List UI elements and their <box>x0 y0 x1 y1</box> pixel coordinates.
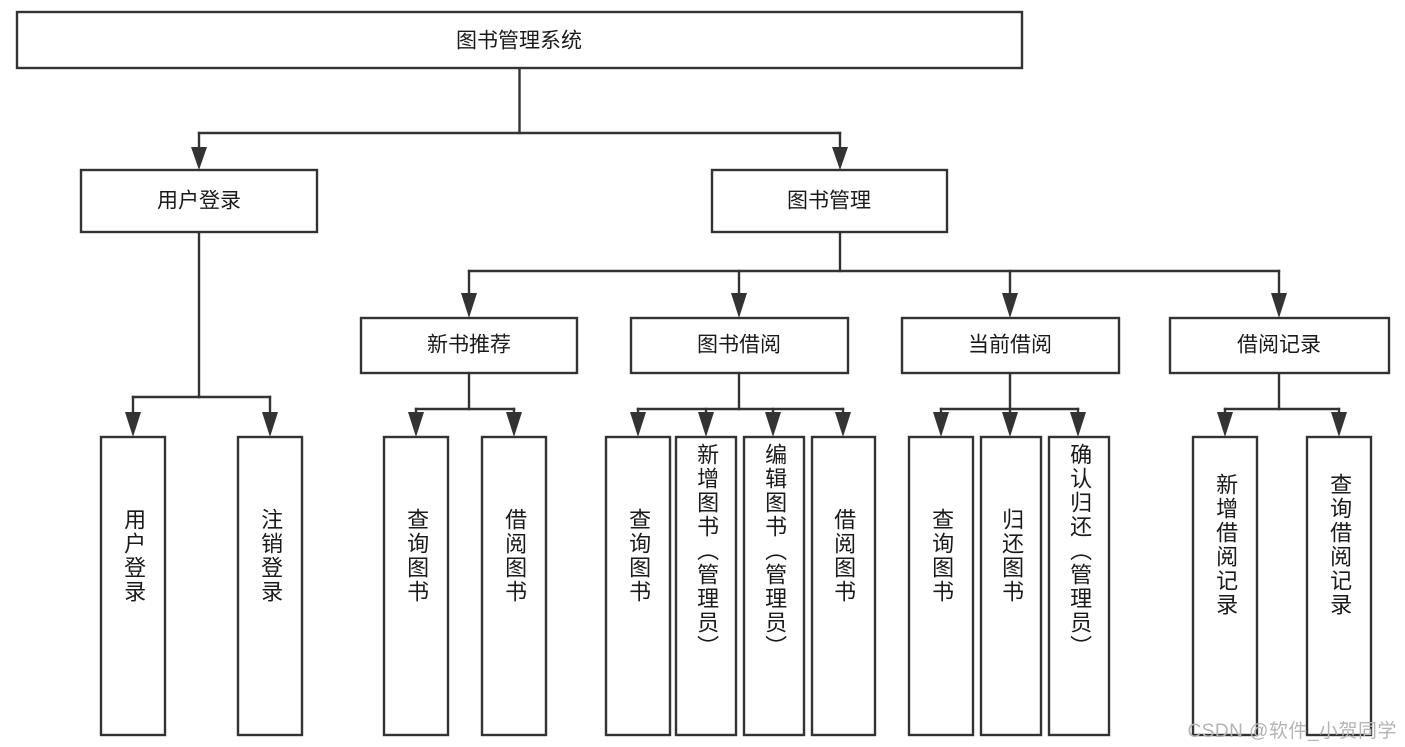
arrow-head-record <box>1271 293 1287 318</box>
arrow-head-user-login <box>191 147 207 170</box>
arrow-head-leaf-user-login <box>125 412 141 437</box>
watermark-text: CSDN @软件_小贺同学 <box>1187 721 1397 742</box>
arrow-head-newbook-leaf2 <box>506 412 522 437</box>
arrow-head-borrow-leaf2 <box>698 412 714 437</box>
arrow-head-record-leaf1 <box>1217 412 1233 437</box>
node-leaf-add-book-admin[interactable] <box>674 435 738 737</box>
node-box-layer <box>15 10 1391 737</box>
node-book-management[interactable] <box>710 168 949 234</box>
node-leaf-query-book-newbook[interactable] <box>382 435 450 737</box>
arrow-head-borrow-leaf4 <box>835 412 851 437</box>
node-leaf-edit-book-admin[interactable] <box>742 435 806 737</box>
label-current-borrow: 当前借阅 <box>968 334 1052 357</box>
arrow-head-current-leaf2 <box>1002 412 1018 437</box>
arrow-head-current-leaf3 <box>1070 412 1086 437</box>
connector-layer <box>125 66 1347 437</box>
label-borrow-record: 借阅记录 <box>1237 334 1321 357</box>
arrow-head-current <box>1002 293 1018 318</box>
node-root-book-management-system[interactable] <box>15 10 1024 70</box>
node-leaf-confirm-return-admin[interactable] <box>1047 435 1111 737</box>
label-user-login: 用户登录 <box>157 190 241 213</box>
node-leaf-query-borrow-record[interactable] <box>1305 435 1373 737</box>
node-leaf-logout-login[interactable] <box>236 435 304 737</box>
horizontal-label-layer: 图书管理系统 用户登录 图书管理 新书推荐 图书借阅 当前借阅 借阅记录 <box>157 30 1321 357</box>
arrow-head-borrow-leaf1 <box>630 412 646 437</box>
arrow-head-borrow <box>731 293 747 318</box>
arrow-head-leaf-logout <box>262 412 278 437</box>
arrow-head-record-leaf2 <box>1331 412 1347 437</box>
arrow-head-new-book <box>461 293 477 318</box>
label-book-management: 图书管理 <box>787 190 871 213</box>
node-book-borrow[interactable] <box>629 316 850 375</box>
label-root: 图书管理系统 <box>456 30 582 53</box>
node-leaf-user-login[interactable] <box>99 435 167 737</box>
arrow-head-borrow-leaf3 <box>765 412 781 437</box>
node-borrow-record[interactable] <box>1168 316 1391 375</box>
node-new-book-recommend[interactable] <box>359 316 579 375</box>
node-leaf-query-book-borrow[interactable] <box>604 435 672 737</box>
node-leaf-query-book-current[interactable] <box>907 435 975 737</box>
node-leaf-borrow-book[interactable] <box>810 435 877 737</box>
label-new-book-recommend: 新书推荐 <box>427 334 511 357</box>
label-book-borrow: 图书借阅 <box>697 334 781 357</box>
arrow-head-book-mgmt <box>832 147 848 170</box>
arrow-head-current-leaf1 <box>933 412 949 437</box>
node-leaf-borrow-book-newbook[interactable] <box>480 435 548 737</box>
node-user-login[interactable] <box>79 168 319 234</box>
node-leaf-return-book[interactable] <box>979 435 1043 737</box>
arrow-head-newbook-leaf1 <box>408 412 424 437</box>
node-current-borrow[interactable] <box>900 316 1121 375</box>
node-leaf-add-borrow-record[interactable] <box>1191 435 1259 737</box>
